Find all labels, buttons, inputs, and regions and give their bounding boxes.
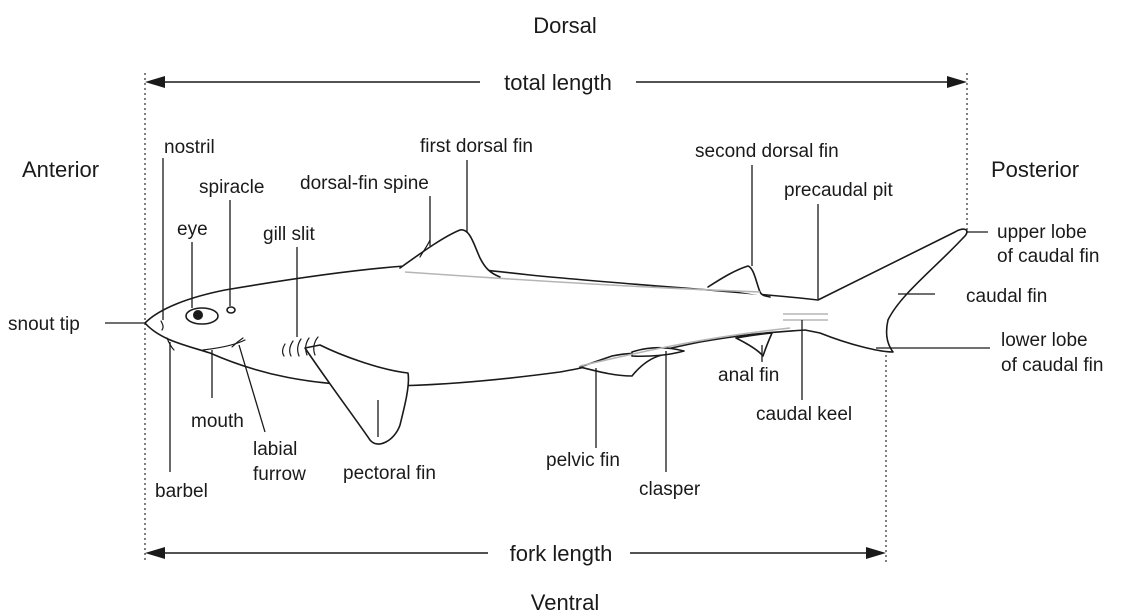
dorsal-label: Dorsal bbox=[533, 13, 597, 38]
ventral-label: Ventral bbox=[531, 590, 600, 615]
eye-pupil bbox=[193, 310, 203, 320]
pectoral-fin-label: pectoral fin bbox=[343, 463, 436, 484]
precaudal-pit-label: precaudal pit bbox=[784, 180, 894, 201]
total-length-dimension: total length bbox=[145, 70, 967, 95]
spiracle-label: spiracle bbox=[199, 177, 264, 198]
fork-length-dimension: fork length bbox=[145, 541, 886, 566]
upper-lobe-label-line1: upper lobe bbox=[997, 222, 1087, 243]
caudal-fin-label: caudal fin bbox=[966, 286, 1047, 307]
dorsal-fin-spine-label: dorsal-fin spine bbox=[300, 173, 429, 194]
fork-length-label: fork length bbox=[510, 541, 613, 566]
lower-lobe-label-line2: of caudal fin bbox=[1001, 355, 1103, 376]
caudal-keel-label: caudal keel bbox=[756, 404, 852, 425]
labial-furrow-label-line2: furrow bbox=[253, 464, 306, 485]
labial-furrow-label-line1: labial bbox=[253, 439, 297, 460]
clasper-label: clasper bbox=[639, 479, 701, 500]
posterior-label: Posterior bbox=[991, 157, 1079, 182]
second-dorsal-fin-label: second dorsal fin bbox=[695, 141, 839, 162]
spiracle-opening bbox=[227, 307, 235, 313]
total-length-label: total length bbox=[504, 70, 612, 95]
anterior-label: Anterior bbox=[22, 157, 99, 182]
upper-lobe-label-line2: of caudal fin bbox=[997, 246, 1099, 267]
mouth-label: mouth bbox=[191, 411, 244, 432]
anal-fin-shape bbox=[736, 333, 772, 356]
eye-label: eye bbox=[177, 219, 208, 240]
pelvic-fin-label: pelvic fin bbox=[546, 450, 620, 471]
lower-lobe-label-line1: lower lobe bbox=[1001, 330, 1088, 351]
first-dorsal-fin-label: first dorsal fin bbox=[420, 136, 533, 157]
shark-body bbox=[145, 229, 967, 386]
barbel-label: barbel bbox=[155, 481, 208, 502]
snout-tip-label: snout tip bbox=[8, 314, 80, 335]
gill-slit-label: gill slit bbox=[263, 224, 315, 245]
anal-fin-label: anal fin bbox=[718, 365, 779, 386]
nostril-label: nostril bbox=[164, 137, 215, 158]
